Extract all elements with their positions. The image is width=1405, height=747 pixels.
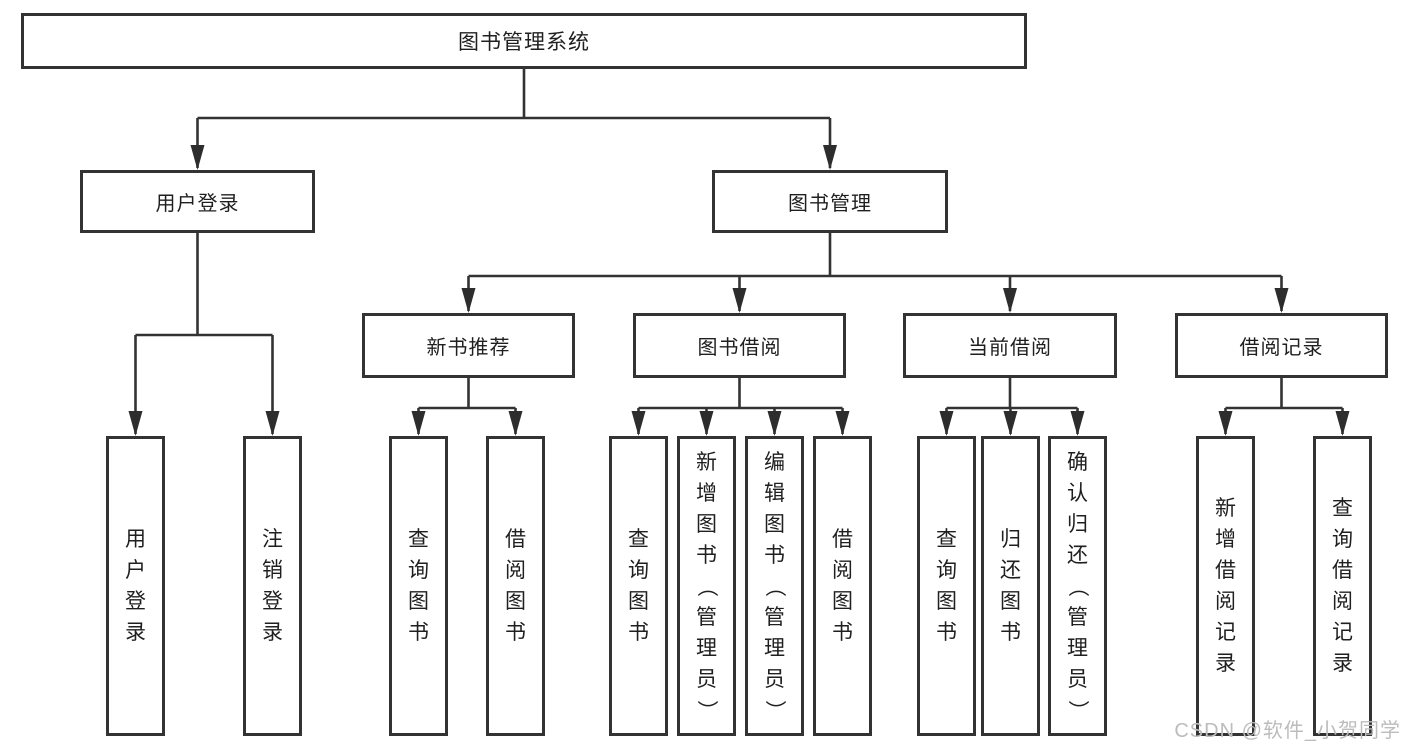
node-borrowing-records: 借阅记录: [1175, 313, 1388, 378]
node-label: 用户登录: [155, 193, 240, 215]
arrowhead: [1003, 411, 1018, 436]
leaf-user-login: 用户登录: [106, 436, 165, 736]
node-root-book-management-system: 图书管理系统: [21, 13, 1027, 69]
leaf-borrow-books-borrowing: 借阅图书: [813, 436, 872, 736]
connector-root-to-level2: [196, 69, 832, 168]
arrowhead: [1274, 288, 1289, 313]
leaf-edit-books-admin: 编辑图书（管理员）: [745, 436, 804, 736]
arrowhead: [939, 411, 954, 436]
node-book-management: 图书管理: [712, 170, 948, 233]
leaf-query-books-newbooks: 查询图书: [389, 436, 448, 736]
leaf-query-books-current: 查询图书: [917, 436, 976, 736]
node-label: 图书管理: [788, 193, 872, 215]
connector-newbooks-to-leaves: [417, 378, 517, 434]
node-new-book-recommendation: 新书推荐: [362, 313, 575, 378]
arrowhead: [835, 411, 850, 436]
arrowhead: [732, 288, 747, 313]
connector-userlogin-to-leaves: [134, 233, 274, 434]
connector-bookmgmt-to-level3: [467, 233, 1283, 311]
arrowhead: [265, 411, 280, 436]
arrowhead: [699, 411, 714, 436]
node-current-borrowing: 当前借阅: [903, 313, 1117, 378]
node-user-login: 用户登录: [80, 170, 315, 233]
connector-bookborrow-to-leaves: [637, 378, 844, 434]
arrowhead: [190, 145, 205, 170]
node-label: 图书管理系统: [458, 31, 590, 54]
node-label: 新书推荐: [426, 337, 511, 359]
arrowhead: [128, 411, 143, 436]
node-label: 借阅记录: [1239, 337, 1324, 359]
arrowhead: [823, 145, 837, 170]
node-book-borrowing: 图书借阅: [633, 313, 846, 378]
leaf-query-borrow-record: 查询借阅记录: [1313, 436, 1372, 736]
arrowhead: [411, 411, 426, 436]
csdn-watermark: CSDN @软件_小贺同学: [1174, 720, 1401, 742]
arrowhead: [631, 411, 646, 436]
leaf-logout: 注销登录: [243, 436, 302, 736]
leaf-add-books-admin: 新增图书（管理员）: [677, 436, 736, 736]
leaf-add-borrow-record: 新增借阅记录: [1196, 436, 1255, 736]
connector-borrowrecords-to-leaves: [1224, 378, 1344, 434]
arrowhead: [1003, 288, 1017, 313]
leaf-confirm-return-admin: 确认归还（管理员）: [1048, 436, 1107, 736]
arrowhead: [767, 411, 782, 436]
leaf-borrow-books-newbooks: 借阅图书: [486, 436, 545, 736]
arrowhead: [1335, 411, 1350, 436]
node-label: 当前借阅: [968, 337, 1052, 359]
arrowhead: [1218, 411, 1233, 436]
leaf-return-books: 归还图书: [981, 436, 1040, 736]
arrowhead: [461, 288, 476, 313]
arrowhead: [508, 411, 523, 436]
node-label: 图书借阅: [697, 337, 782, 359]
leaf-query-books-borrowing: 查询图书: [609, 436, 668, 736]
arrowhead: [1070, 411, 1085, 436]
